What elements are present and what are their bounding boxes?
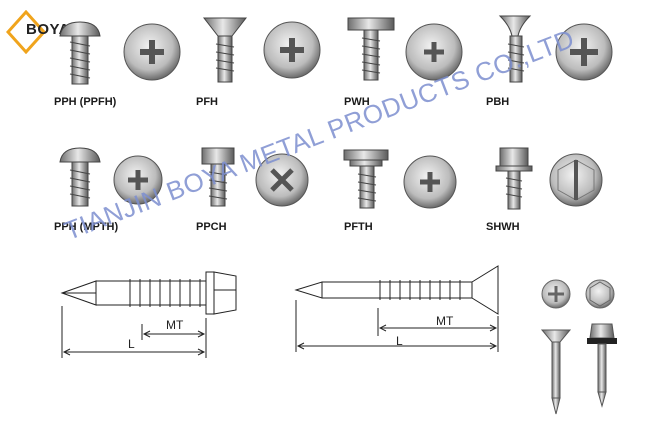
hex-screw-mt-label: MT	[166, 318, 184, 332]
screw-pbh-side	[498, 15, 532, 83]
hex-screw-drawing	[60, 271, 237, 358]
screw-pfth-top	[403, 155, 457, 209]
small-screw-sides	[540, 323, 617, 415]
screw-pph-side	[59, 21, 101, 85]
brand-name: BOYA	[26, 21, 70, 38]
brand-logo	[5, 9, 92, 55]
flat-screw-mt-label: MT	[436, 314, 454, 328]
flat-screw-drawing	[294, 265, 499, 352]
label-pph-mpth: PPH (MPTH)	[54, 221, 119, 233]
screw-ppch-top	[255, 153, 309, 207]
hex-screw-l-label: L	[128, 337, 135, 351]
screw-pph-top	[123, 23, 181, 81]
screw-pwh-side	[347, 17, 395, 81]
label-ppch: PPCH	[196, 221, 227, 233]
screw-pfh-top	[263, 21, 321, 79]
screw-pfh-side	[202, 17, 248, 83]
screw-mpth-top	[113, 155, 163, 205]
screw-mpth-side	[59, 147, 101, 207]
label-pfh: PFH	[196, 96, 218, 108]
flat-screw-l-label: L	[396, 334, 403, 348]
screw-shwh-top	[549, 153, 603, 207]
label-pph-ppfh: PPH (PPFH)	[54, 96, 117, 108]
label-pwh: PWH	[344, 96, 370, 108]
screw-shwh-side	[495, 147, 533, 210]
label-pfth: PFTH	[344, 221, 373, 233]
small-screw-tops	[541, 279, 615, 309]
label-pbh: PBH	[486, 96, 510, 108]
screw-pfth-side	[343, 149, 389, 209]
screw-ppch-side	[201, 147, 235, 207]
screw-pwh-top	[405, 23, 463, 81]
label-shwh: SHWH	[486, 221, 520, 233]
logo-diamond-icon	[5, 9, 47, 55]
screw-pbh-top	[555, 23, 613, 81]
